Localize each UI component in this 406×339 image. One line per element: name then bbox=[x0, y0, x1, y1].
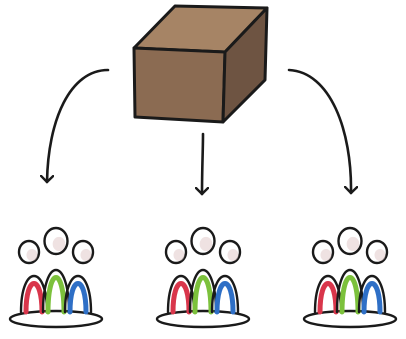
body-right-outline bbox=[63, 274, 93, 314]
curved-arrow-left-icon bbox=[47, 68, 110, 184]
body-left-outline bbox=[19, 274, 49, 314]
ground-ellipse bbox=[302, 309, 398, 329]
head-center-shade bbox=[346, 236, 360, 252]
ground-ellipse bbox=[155, 309, 251, 329]
three-people-group-icon bbox=[8, 226, 104, 329]
box-side-face bbox=[221, 6, 269, 124]
body-right-stripe bbox=[361, 281, 383, 315]
body-left-outline bbox=[313, 274, 343, 314]
curved-arrow-right-icon bbox=[287, 68, 351, 195]
head-center-shade bbox=[199, 236, 213, 252]
box-front-face bbox=[132, 46, 227, 124]
three-people-group-icon bbox=[302, 226, 398, 329]
ground-ellipse bbox=[8, 309, 104, 329]
people-groups bbox=[8, 226, 398, 329]
body-left-stripe bbox=[170, 281, 192, 315]
body-center-stripe bbox=[192, 275, 214, 315]
head-center-shade bbox=[52, 236, 66, 252]
head-right-shade bbox=[374, 248, 386, 262]
body-center-stripe bbox=[339, 275, 361, 315]
head-left-shade bbox=[26, 248, 38, 262]
head-left-shade bbox=[320, 248, 332, 262]
head-right-shade bbox=[227, 248, 239, 262]
body-left-stripe bbox=[23, 281, 45, 315]
body-center-stripe bbox=[45, 275, 67, 315]
body-left-stripe bbox=[317, 281, 339, 315]
body-right-stripe bbox=[67, 281, 89, 315]
straight-arrow-center-icon bbox=[202, 132, 203, 196]
cardboard-box-icon bbox=[132, 4, 269, 124]
head-right-shade bbox=[80, 248, 92, 262]
body-center-outline bbox=[41, 268, 71, 314]
head-left-shade bbox=[173, 248, 185, 262]
body-center-outline bbox=[188, 268, 218, 314]
body-right-outline bbox=[357, 274, 387, 314]
body-center-outline bbox=[335, 268, 365, 314]
body-right-outline bbox=[210, 274, 240, 314]
body-left-outline bbox=[166, 274, 196, 314]
three-people-group-icon bbox=[155, 226, 251, 329]
body-right-stripe bbox=[214, 281, 236, 315]
